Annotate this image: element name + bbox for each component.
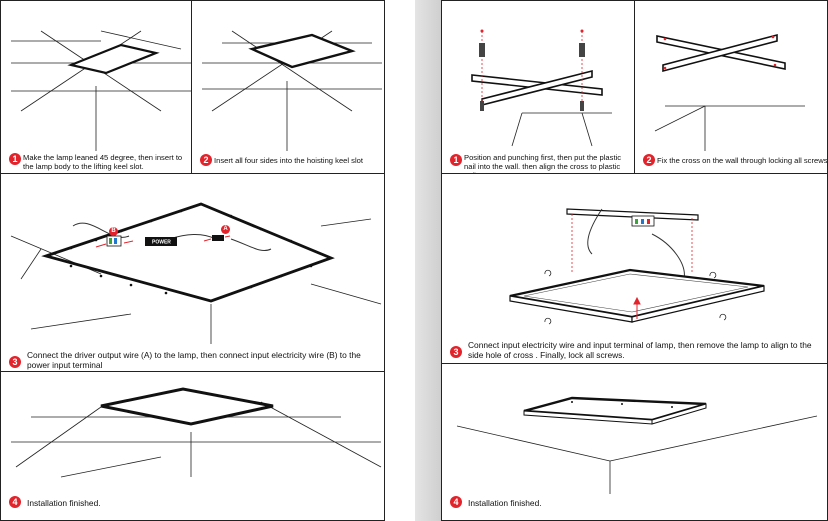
- right-page: 1 Position and punching first, then put …: [441, 0, 828, 521]
- page-gutter: [385, 0, 441, 521]
- left-step-1-illustration: [11, 30, 191, 151]
- right-step-2-caption: Fix the cross on the wall through lockin…: [657, 156, 828, 165]
- step-number-badge: 4: [9, 496, 21, 508]
- left-step-3-illustration: POWER: [10, 202, 382, 344]
- wire-label-a: A: [221, 225, 230, 234]
- gutter-shadow: [415, 0, 441, 521]
- step-number-badge: 3: [9, 356, 21, 368]
- left-step-4-panel: 4 Installation finished.: [0, 371, 385, 521]
- step-number-badge: 1: [9, 153, 21, 165]
- right-step-1-caption: Position and punching first, then put th…: [464, 153, 622, 173]
- right-step-4-illustration: [456, 396, 818, 494]
- left-step-1-caption: Make the lamp leaned 45 degree, then ins…: [23, 153, 183, 171]
- right-step-3-illustration: [509, 208, 765, 325]
- right-step-2-illustration: [654, 33, 805, 151]
- left-step-2-panel: 2 Insert all four sides into the hoistin…: [191, 0, 385, 174]
- step-number-badge: 1: [450, 154, 462, 166]
- right-step-3-caption: Connect input electricity wire and input…: [468, 340, 812, 360]
- right-step-2-panel: 2 Fix the cross on the wall through lock…: [634, 0, 828, 174]
- right-step-1-panel: 1 Position and punching first, then put …: [441, 0, 635, 174]
- left-step-1-panel: 1 Make the lamp leaned 45 degree, then i…: [0, 0, 192, 174]
- step-number-badge: 3: [450, 346, 462, 358]
- step-number-badge: 2: [643, 154, 655, 166]
- right-step-4-panel: 4 Installation finished.: [441, 363, 828, 521]
- right-step-4-caption: Installation finished.: [468, 498, 542, 508]
- left-step-3-caption: Connect the driver output wire (A) to th…: [27, 350, 361, 370]
- right-step-3-panel: 3 Connect input electricity wire and inp…: [441, 173, 828, 364]
- driver-label: POWER: [152, 240, 171, 246]
- wire-label-b: B: [109, 227, 118, 236]
- right-step-1-illustration: [471, 29, 612, 147]
- left-step-4-caption: Installation finished.: [27, 498, 101, 508]
- left-step-4-illustration: [11, 387, 382, 478]
- left-step-3-panel: POWER B A 3 Connect the driver output wi…: [0, 173, 385, 372]
- left-page: 1 Make the lamp leaned 45 degree, then i…: [0, 0, 385, 521]
- step-number-badge: 2: [200, 154, 212, 166]
- left-step-2-illustration: [202, 30, 382, 151]
- left-step-2-caption: Insert all four sides into the hoisting …: [214, 156, 364, 165]
- step-number-badge: 4: [450, 496, 462, 508]
